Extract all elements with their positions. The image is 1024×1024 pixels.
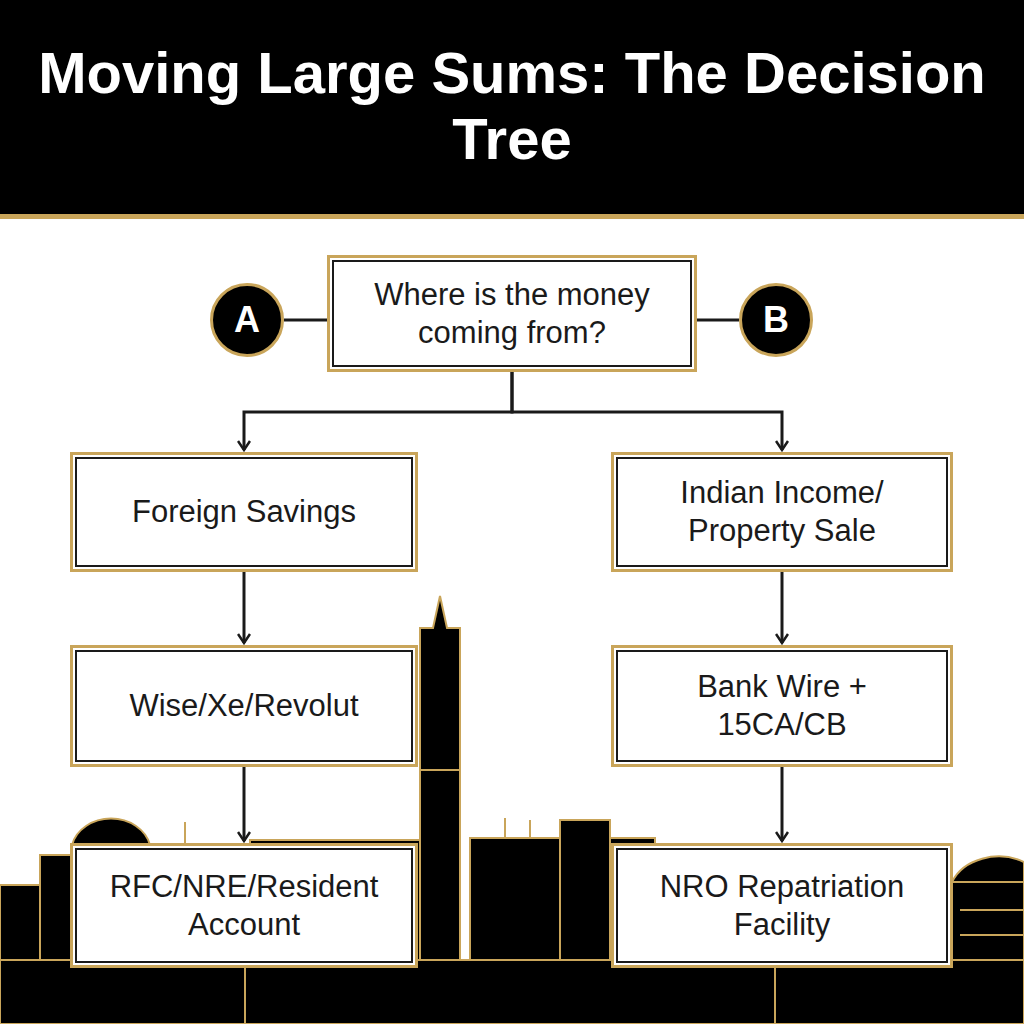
connector-line bbox=[284, 319, 327, 322]
node-text: NRO Repatriation Facility bbox=[632, 868, 932, 944]
gold-rule bbox=[0, 214, 1024, 219]
method-box: Bank Wire + 15CA/CB bbox=[611, 645, 953, 767]
flow-arrow bbox=[781, 767, 784, 841]
flow-arrow bbox=[512, 372, 782, 450]
node-text: B bbox=[763, 299, 789, 341]
method-box: Wise/Xe/Revolut bbox=[70, 645, 418, 767]
label-circle: B bbox=[739, 283, 813, 357]
question-box: Where is the money coming from? bbox=[327, 255, 697, 372]
account-box: RFC/NRE/Resident Account bbox=[70, 843, 418, 968]
label-circle: A bbox=[210, 283, 284, 357]
node-text: Wise/Xe/Revolut bbox=[129, 687, 358, 725]
node-text: Foreign Savings bbox=[132, 493, 356, 531]
source-box: Indian Income/ Property Sale bbox=[611, 452, 953, 572]
node-text: Bank Wire + 15CA/CB bbox=[632, 668, 932, 744]
account-box: NRO Repatriation Facility bbox=[611, 843, 953, 968]
connector-line bbox=[697, 319, 739, 322]
flow-arrow bbox=[243, 572, 246, 643]
node-text: A bbox=[234, 299, 260, 341]
node-text: Indian Income/ Property Sale bbox=[632, 474, 932, 550]
source-box: Foreign Savings bbox=[70, 452, 418, 572]
node-text: RFC/NRE/Resident Account bbox=[91, 868, 397, 944]
diagram-title: Moving Large Sums: The Decision Tree bbox=[20, 40, 1004, 172]
flow-arrow bbox=[781, 572, 784, 643]
flow-arrow bbox=[243, 767, 246, 841]
node-text: Where is the money coming from? bbox=[348, 276, 676, 352]
flow-arrow bbox=[244, 372, 512, 450]
